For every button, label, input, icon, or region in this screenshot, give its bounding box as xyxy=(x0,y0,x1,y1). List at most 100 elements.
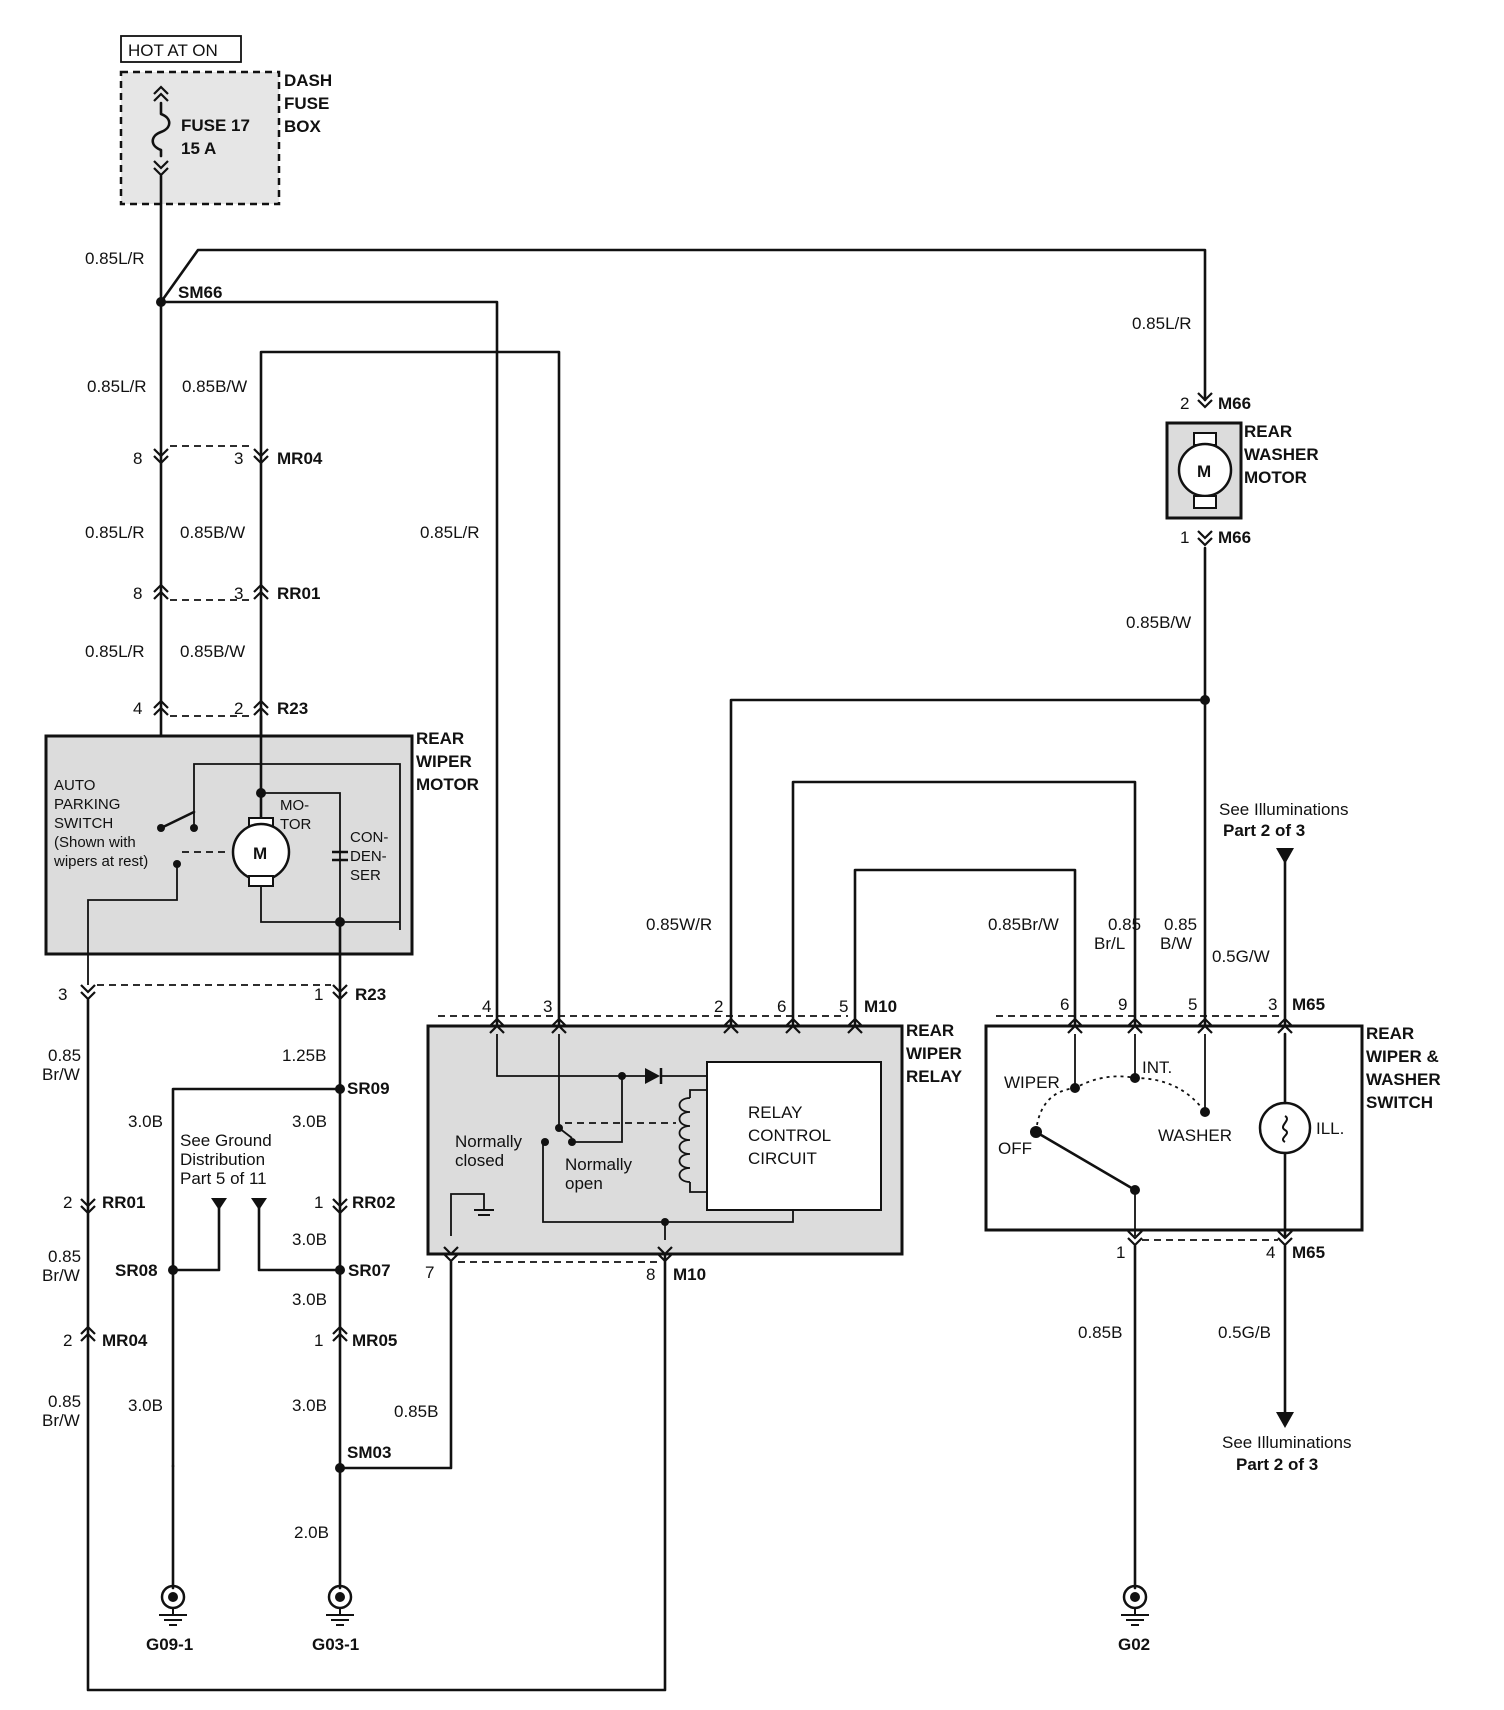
pin-sw-9: 9 xyxy=(1118,995,1127,1014)
auto-parking-switch-blade xyxy=(159,810,196,830)
wire-label-main-lr: 0.85L/R xyxy=(85,249,145,268)
ground-g02: G02 xyxy=(1118,1635,1150,1654)
normally-closed-2: closed xyxy=(455,1151,504,1170)
splice-sr08 xyxy=(168,1265,178,1275)
pin-relay-2: 2 xyxy=(714,997,723,1016)
fuse-box-label-2: FUSE xyxy=(284,94,329,113)
diode-icon xyxy=(645,1068,660,1084)
dash-fuse-box xyxy=(119,70,281,206)
wire-label-relay-lr: 0.85L/R xyxy=(420,523,480,542)
wire-label-30b-f: 3.0B xyxy=(292,1396,327,1415)
wire-label-30b-e: 3.0B xyxy=(128,1396,163,1415)
auto-parking-label-1: AUTO xyxy=(54,777,95,794)
splice-washer xyxy=(1200,695,1210,705)
wire-sr08 xyxy=(171,1206,221,1272)
wire-label-left-lr-3: 0.85L/R xyxy=(85,642,145,661)
pin-m66-2: 2 xyxy=(1180,394,1189,413)
auto-parking-label-5: wipers at rest) xyxy=(53,853,148,870)
normally-open-1: Normally xyxy=(565,1155,633,1174)
switch-selector-blade xyxy=(1034,1130,1137,1192)
connector-rr01-low: RR01 xyxy=(102,1193,145,1212)
pin-m66-1: 1 xyxy=(1180,528,1189,547)
pin-relay-7: 7 xyxy=(425,1263,434,1282)
connector-sr08: SR08 xyxy=(115,1261,158,1280)
pin-r23-b: 2 xyxy=(234,699,243,718)
illumination-lamp-icon xyxy=(1258,1101,1312,1155)
wire-label-30b-b: 3.0B xyxy=(292,1112,327,1131)
connector-r23-bottom: R23 xyxy=(355,985,386,1004)
washer-brush-bottom xyxy=(1193,495,1217,509)
switch-label-1: REAR xyxy=(1366,1024,1414,1043)
wire-label-gw: 0.5G/W xyxy=(1212,947,1270,966)
illum-ref-top-1: See Illuminations xyxy=(1219,800,1348,819)
connector-mr05: MR05 xyxy=(352,1331,397,1350)
ground-ref-arrow-b-icon xyxy=(251,1198,267,1210)
wire-label-brl-a: 0.85 xyxy=(1108,915,1141,934)
pin-sw-1: 1 xyxy=(1116,1243,1125,1262)
normally-open-2: open xyxy=(565,1174,603,1193)
connector-mr04: MR04 xyxy=(277,449,323,468)
relay-coil-top xyxy=(689,1089,707,1098)
relay-contact-no xyxy=(568,1138,576,1146)
relay-control-label-2: CONTROL xyxy=(748,1126,831,1145)
connector-sm66: SM66 xyxy=(178,283,222,302)
pin-rr01-a: 8 xyxy=(133,584,142,603)
wire-label-brw-l2-b: Br/W xyxy=(42,1266,80,1285)
wire-sr07 xyxy=(257,1206,342,1272)
connector-m10-top: M10 xyxy=(864,997,897,1016)
wire-label-brw-l2-a: 0.85 xyxy=(48,1247,81,1266)
switch-pos-wiper: WIPER xyxy=(1004,1073,1060,1092)
connector-m66-bottom-icon xyxy=(1196,529,1214,547)
illum-ref-bottom-2: Part 2 of 3 xyxy=(1236,1455,1318,1474)
wire-label-30b-c: 3.0B xyxy=(292,1230,327,1249)
connector-rr02: RR02 xyxy=(352,1193,395,1212)
connector-m66-top: M66 xyxy=(1218,394,1251,413)
switch-contact-b xyxy=(190,824,198,832)
ground-dist-ref-2: Distribution xyxy=(180,1150,265,1169)
auto-parking-label-4: (Shown with xyxy=(54,834,136,851)
wire-label-left-lr-1: 0.85L/R xyxy=(87,377,147,396)
wire-brw-loop xyxy=(86,998,667,1692)
wire-relay-ground xyxy=(338,1260,453,1470)
wire-label-left-bw-3: 0.85B/W xyxy=(180,642,245,661)
wiper-motor-symbol: M xyxy=(253,844,267,863)
fuse-box-label-1: DASH xyxy=(284,71,332,90)
fuse-rating-1: FUSE 17 xyxy=(181,116,250,135)
wire-label-brw-l3-b: Br/W xyxy=(42,1411,80,1430)
wire-motor-return xyxy=(260,886,400,923)
pin-rr02: 1 xyxy=(314,1193,323,1212)
wire-brl xyxy=(791,780,1137,1026)
switch-pos-ill: ILL. xyxy=(1316,1119,1344,1138)
switch-pos-int: INT. xyxy=(1142,1058,1172,1077)
fuse-box-label-3: BOX xyxy=(284,117,322,136)
auto-parking-label-2: PARKING xyxy=(54,796,120,813)
ground-dist-ref-3: Part 5 of 11 xyxy=(180,1169,267,1188)
condenser-label-3: SER xyxy=(350,867,381,884)
connector-mr04-low: MR04 xyxy=(102,1331,148,1350)
wire-label-washer-bw: 0.85B/W xyxy=(1126,613,1191,632)
relay-label-1: REAR xyxy=(906,1021,954,1040)
wire-to-g09 xyxy=(171,1087,342,1468)
relay-coil-bottom xyxy=(689,1182,707,1193)
wire-bw-to-relay-3 xyxy=(259,350,561,1026)
illum-bottom-arrow-icon xyxy=(1276,1412,1294,1428)
wire-label-brl-b: Br/L xyxy=(1094,934,1125,953)
wire-label-085b-sw: 0.85B xyxy=(1078,1323,1122,1342)
auto-parking-label-3: SWITCH xyxy=(54,815,113,832)
wiper-motor-inner-loop xyxy=(193,763,401,930)
wire-label-washer-lr: 0.85L/R xyxy=(1132,314,1192,333)
ground-g03-icon xyxy=(324,1584,356,1627)
pin-rr01-low: 2 xyxy=(63,1193,72,1212)
connector-rr01: RR01 xyxy=(277,584,320,603)
illum-top-arrow-icon xyxy=(1276,848,1294,864)
pin-r23-a: 4 xyxy=(133,699,142,718)
wire-label-gb: 0.5G/B xyxy=(1218,1323,1271,1342)
switch-contact-washer xyxy=(1200,1107,1210,1117)
wire-label-left-bw-2: 0.85B/W xyxy=(180,523,245,542)
pin-sw-3: 3 xyxy=(1268,995,1277,1014)
motor-label-1: MO- xyxy=(280,797,309,814)
wire-label-085b-relay: 0.85B xyxy=(394,1402,438,1421)
ground-g09-icon xyxy=(157,1584,189,1627)
washer-motor-symbol: M xyxy=(1197,462,1211,481)
